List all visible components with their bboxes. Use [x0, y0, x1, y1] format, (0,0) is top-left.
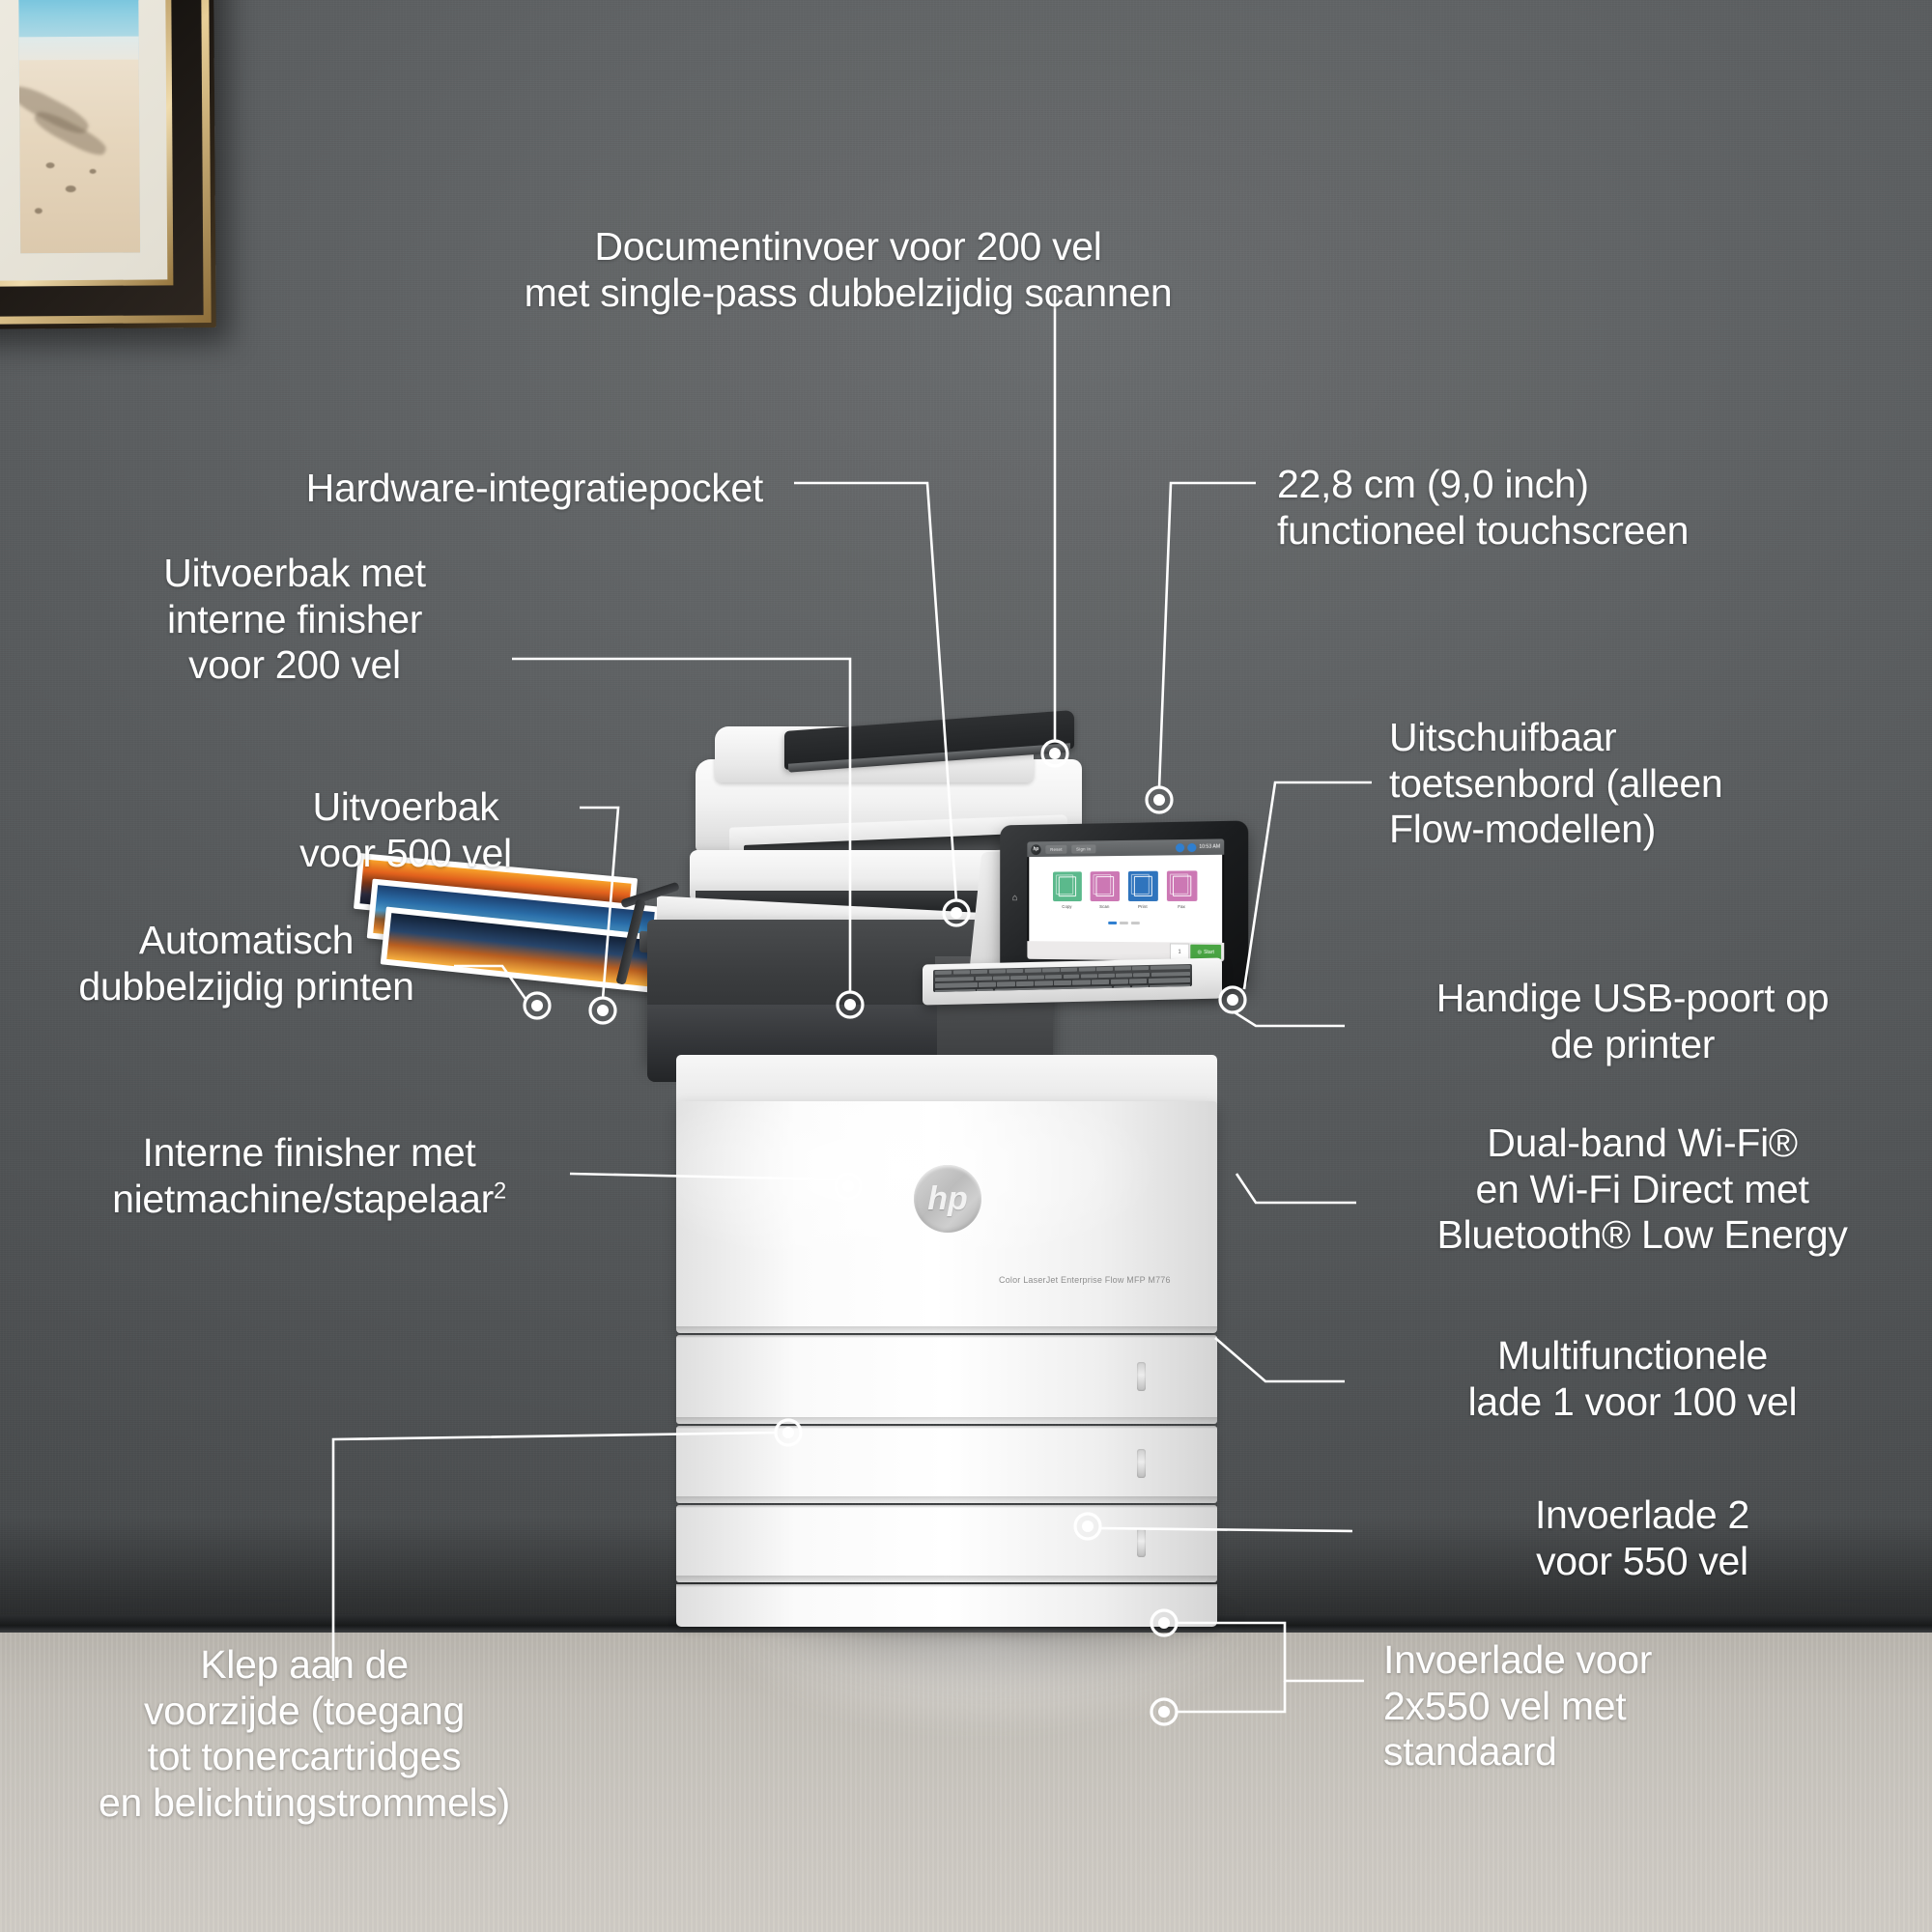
hp-logo-icon: hp [1031, 843, 1041, 855]
touchscreen[interactable]: hp Reset Sign In 10:53 AM Copy [1027, 838, 1225, 962]
callout-multipurpose-tray-1: Multifunctionele lade 1 voor 100 vel [1467, 1333, 1798, 1424]
info-icon[interactable] [1175, 842, 1185, 852]
home-icon[interactable]: ⌂ [1011, 893, 1018, 904]
input-tray-4[interactable] [676, 1505, 1217, 1585]
callout-input-tray-2: Invoerlade 2 voor 550 vel [1534, 1492, 1750, 1583]
tile-copy-label: Copy [1062, 904, 1072, 909]
input-tray-2[interactable] [676, 1335, 1217, 1427]
callout-output-bin-internal-finisher: Uitvoerbak met interne finisher voor 200… [163, 551, 426, 688]
callout-automatic-duplex: Automatisch dubbelzijdig printen [78, 918, 414, 1009]
callout-front-door: Klep aan de voorzijde (toegang tot toner… [98, 1642, 511, 1825]
copies-stepper[interactable]: 1 [1170, 943, 1190, 960]
input-tray-3[interactable] [676, 1426, 1217, 1506]
floor [0, 1633, 1932, 1932]
printer-stand-base [676, 1584, 1217, 1627]
beach-photo [17, 0, 141, 254]
printer-front-door[interactable]: hp Color LaserJet Enterprise Flow MFP M7… [676, 1101, 1217, 1336]
print-icon [1133, 875, 1152, 896]
callout-pullout-keyboard: Uitschuifbaar toetsenbord (alleen Flow-m… [1389, 715, 1723, 852]
tile-scan[interactable]: Scan [1090, 871, 1120, 909]
callout-input-tray-2x550: Invoerlade voor 2x550 vel met standaard [1383, 1637, 1653, 1775]
callout-touchscreen: 22,8 cm (9,0 inch) functioneel touchscre… [1277, 462, 1690, 553]
tile-print-label: Print [1138, 903, 1148, 910]
tile-fax-label: Fax [1178, 903, 1185, 910]
hp-logo-icon: hp [914, 1165, 981, 1233]
callout-usb-port: Handige USB-poort op de printer [1435, 976, 1830, 1066]
tile-fax[interactable]: Fax [1166, 870, 1197, 910]
page-indicator[interactable] [1027, 921, 1224, 924]
callout-wifi-bluetooth: Dual-band Wi-Fi® en Wi-Fi Direct met Blu… [1436, 1121, 1848, 1258]
sign-in-button[interactable]: Sign In [1071, 843, 1096, 854]
tile-print[interactable]: Print [1127, 870, 1158, 910]
tile-copy[interactable]: Copy [1052, 871, 1082, 909]
tile-scan-label: Scan [1099, 904, 1110, 909]
touchscreen-app-tiles: Copy Scan Print [1027, 855, 1224, 909]
start-button-label: Start [1204, 949, 1214, 955]
fax-icon [1172, 875, 1191, 896]
callout-document-feeder: Documentinvoer voor 200 vel met single-p… [524, 224, 1173, 315]
help-icon[interactable] [1187, 842, 1197, 852]
callout-output-bin-500: Uitvoerbak voor 500 vel [299, 784, 512, 875]
floor-texture [0, 1633, 1932, 1932]
start-icon: ◎ [1197, 949, 1202, 955]
footnote-marker: 2 [493, 1177, 506, 1204]
scan-icon [1094, 876, 1114, 897]
printer-illustration: ⌂ hp Reset Sign In 10:53 AM [353, 709, 1294, 1633]
reset-button[interactable]: Reset [1045, 844, 1067, 854]
callout-internal-finisher-stapler-text: Interne finisher met nietmachine/stapela… [112, 1130, 494, 1221]
callout-internal-finisher-stapler: Interne finisher met nietmachine/stapela… [19, 1130, 599, 1222]
copy-icon [1058, 876, 1076, 897]
product-model-label: Color LaserJet Enterprise Flow MFP M776 [999, 1275, 1171, 1285]
framed-beach-picture [0, 0, 216, 329]
callout-hardware-integration-pocket: Hardware-integratiepocket [305, 466, 764, 510]
printer-floor-reflection [676, 1633, 1294, 1777]
clock-label: 10:53 AM [1199, 843, 1221, 850]
